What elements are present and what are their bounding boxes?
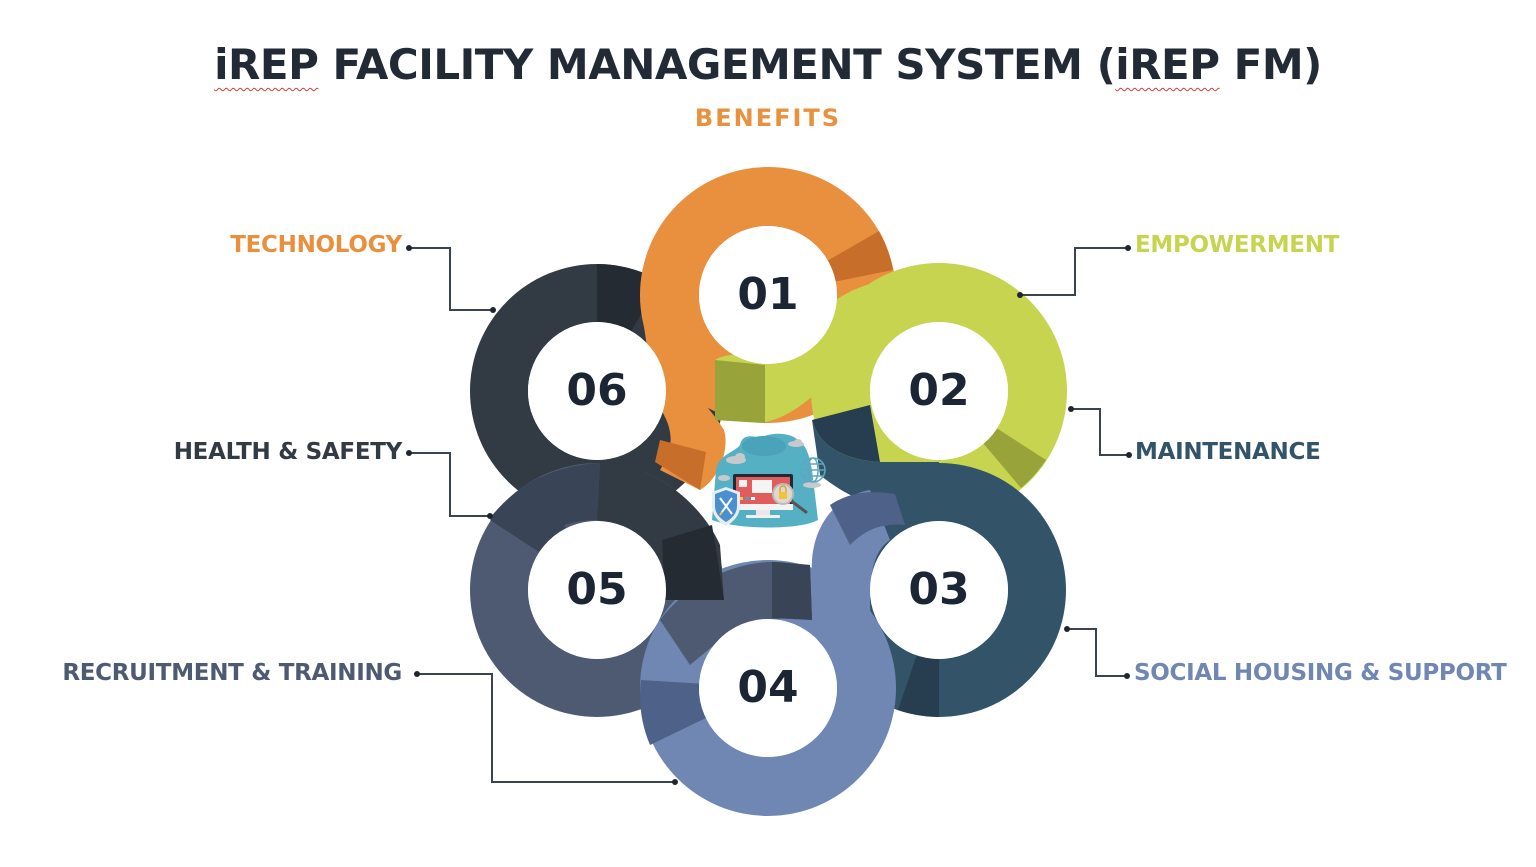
- title-suffix: FM): [1219, 40, 1323, 89]
- shield-tools-icon: [712, 487, 740, 526]
- connector-technology: [409, 247, 493, 311]
- label-maintenance: MAINTENANCE: [1135, 439, 1321, 465]
- it-security-monitor-illustration: [712, 433, 826, 528]
- page-title: iREP FACILITY MANAGEMENT SYSTEM (iREP FM…: [0, 40, 1536, 89]
- label-technology: TECHNOLOGY: [230, 232, 402, 258]
- label-social-housing-support: SOCIAL HOUSING & SUPPORT: [1134, 660, 1507, 686]
- connector-health-safety: [409, 452, 490, 517]
- label-recruitment-training: RECRUITMENT & TRAINING: [62, 660, 402, 686]
- connector-empowerment: [1020, 247, 1128, 296]
- label-health-safety: HEALTH & SAFETY: [173, 439, 403, 465]
- ring-number-02: 02: [908, 365, 970, 416]
- title-brand-irep: iREP: [214, 40, 319, 89]
- title-middle: FACILITY MANAGEMENT SYSTEM (: [318, 40, 1116, 89]
- title-brand-irep-2: iREP: [1115, 40, 1220, 89]
- ring-number-04: 04: [737, 662, 799, 713]
- cloud-icon: [718, 439, 821, 488]
- label-empowerment: EMPOWERMENT: [1135, 232, 1340, 258]
- connector-maintenance: [1071, 408, 1129, 456]
- magnifier-lock-icon: [772, 483, 808, 514]
- globe-icon: [800, 457, 826, 483]
- ring-number-01: 01: [737, 269, 799, 320]
- ring-number-05: 05: [566, 564, 628, 615]
- ring-number-06: 06: [566, 365, 628, 416]
- page-subtitle: BENEFITS: [694, 104, 842, 132]
- ring-number-03: 03: [908, 564, 970, 615]
- connector-recruitment-training: [417, 673, 675, 783]
- connector-social-housing: [1067, 628, 1127, 677]
